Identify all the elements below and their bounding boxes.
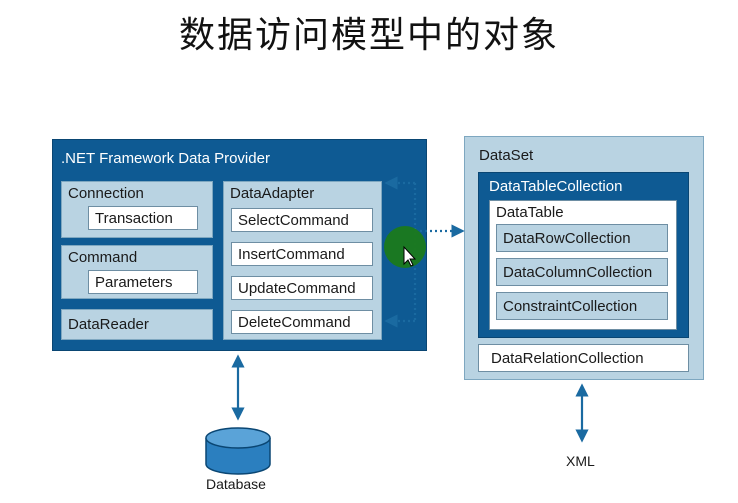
parameters-box: Parameters [88,270,198,294]
datacolumncollection-box: DataColumnCollection [496,258,668,286]
connection-label: Connection [68,185,144,202]
deletecommand-box: DeleteCommand [231,310,373,334]
selectcommand-label: SelectCommand [238,212,349,229]
datatablecollection-label: DataTableCollection [489,178,623,195]
dataset-label: DataSet [479,147,534,164]
dataadapter-label: DataAdapter [230,185,315,202]
command-label: Command [68,249,138,266]
database-icon [205,427,271,475]
dataadapter-dataset-link [384,176,465,328]
selectcommand-box: SelectCommand [231,208,373,232]
datareader-box: DataReader [61,309,213,340]
insertcommand-box: InsertCommand [231,242,373,266]
insertcommand-label: InsertCommand [238,246,345,263]
transaction-box: Transaction [88,206,198,230]
datareader-label: DataReader [68,316,149,333]
transaction-label: Transaction [95,210,173,227]
datacolumncollection-label: DataColumnCollection [503,264,653,281]
constraintcollection-box: ConstraintCollection [496,292,668,320]
datarelationcollection-label: DataRelationCollection [491,350,644,367]
slide-title: 数据访问模型中的对象 [178,15,559,56]
updatecommand-label: UpdateCommand [238,280,356,297]
parameters-label: Parameters [95,274,173,291]
datarelationcollection-box: DataRelationCollection [478,344,689,372]
data-provider-title: .NET Framework Data Provider [61,150,270,167]
datarowcollection-box: DataRowCollection [496,224,668,252]
datarowcollection-label: DataRowCollection [503,230,631,247]
xml-label: XML [566,453,595,469]
deletecommand-label: DeleteCommand [238,314,351,331]
updatecommand-box: UpdateCommand [231,276,373,300]
database-label: Database [206,476,266,492]
datatable-label: DataTable [496,204,564,221]
constraintcollection-label: ConstraintCollection [503,298,638,315]
